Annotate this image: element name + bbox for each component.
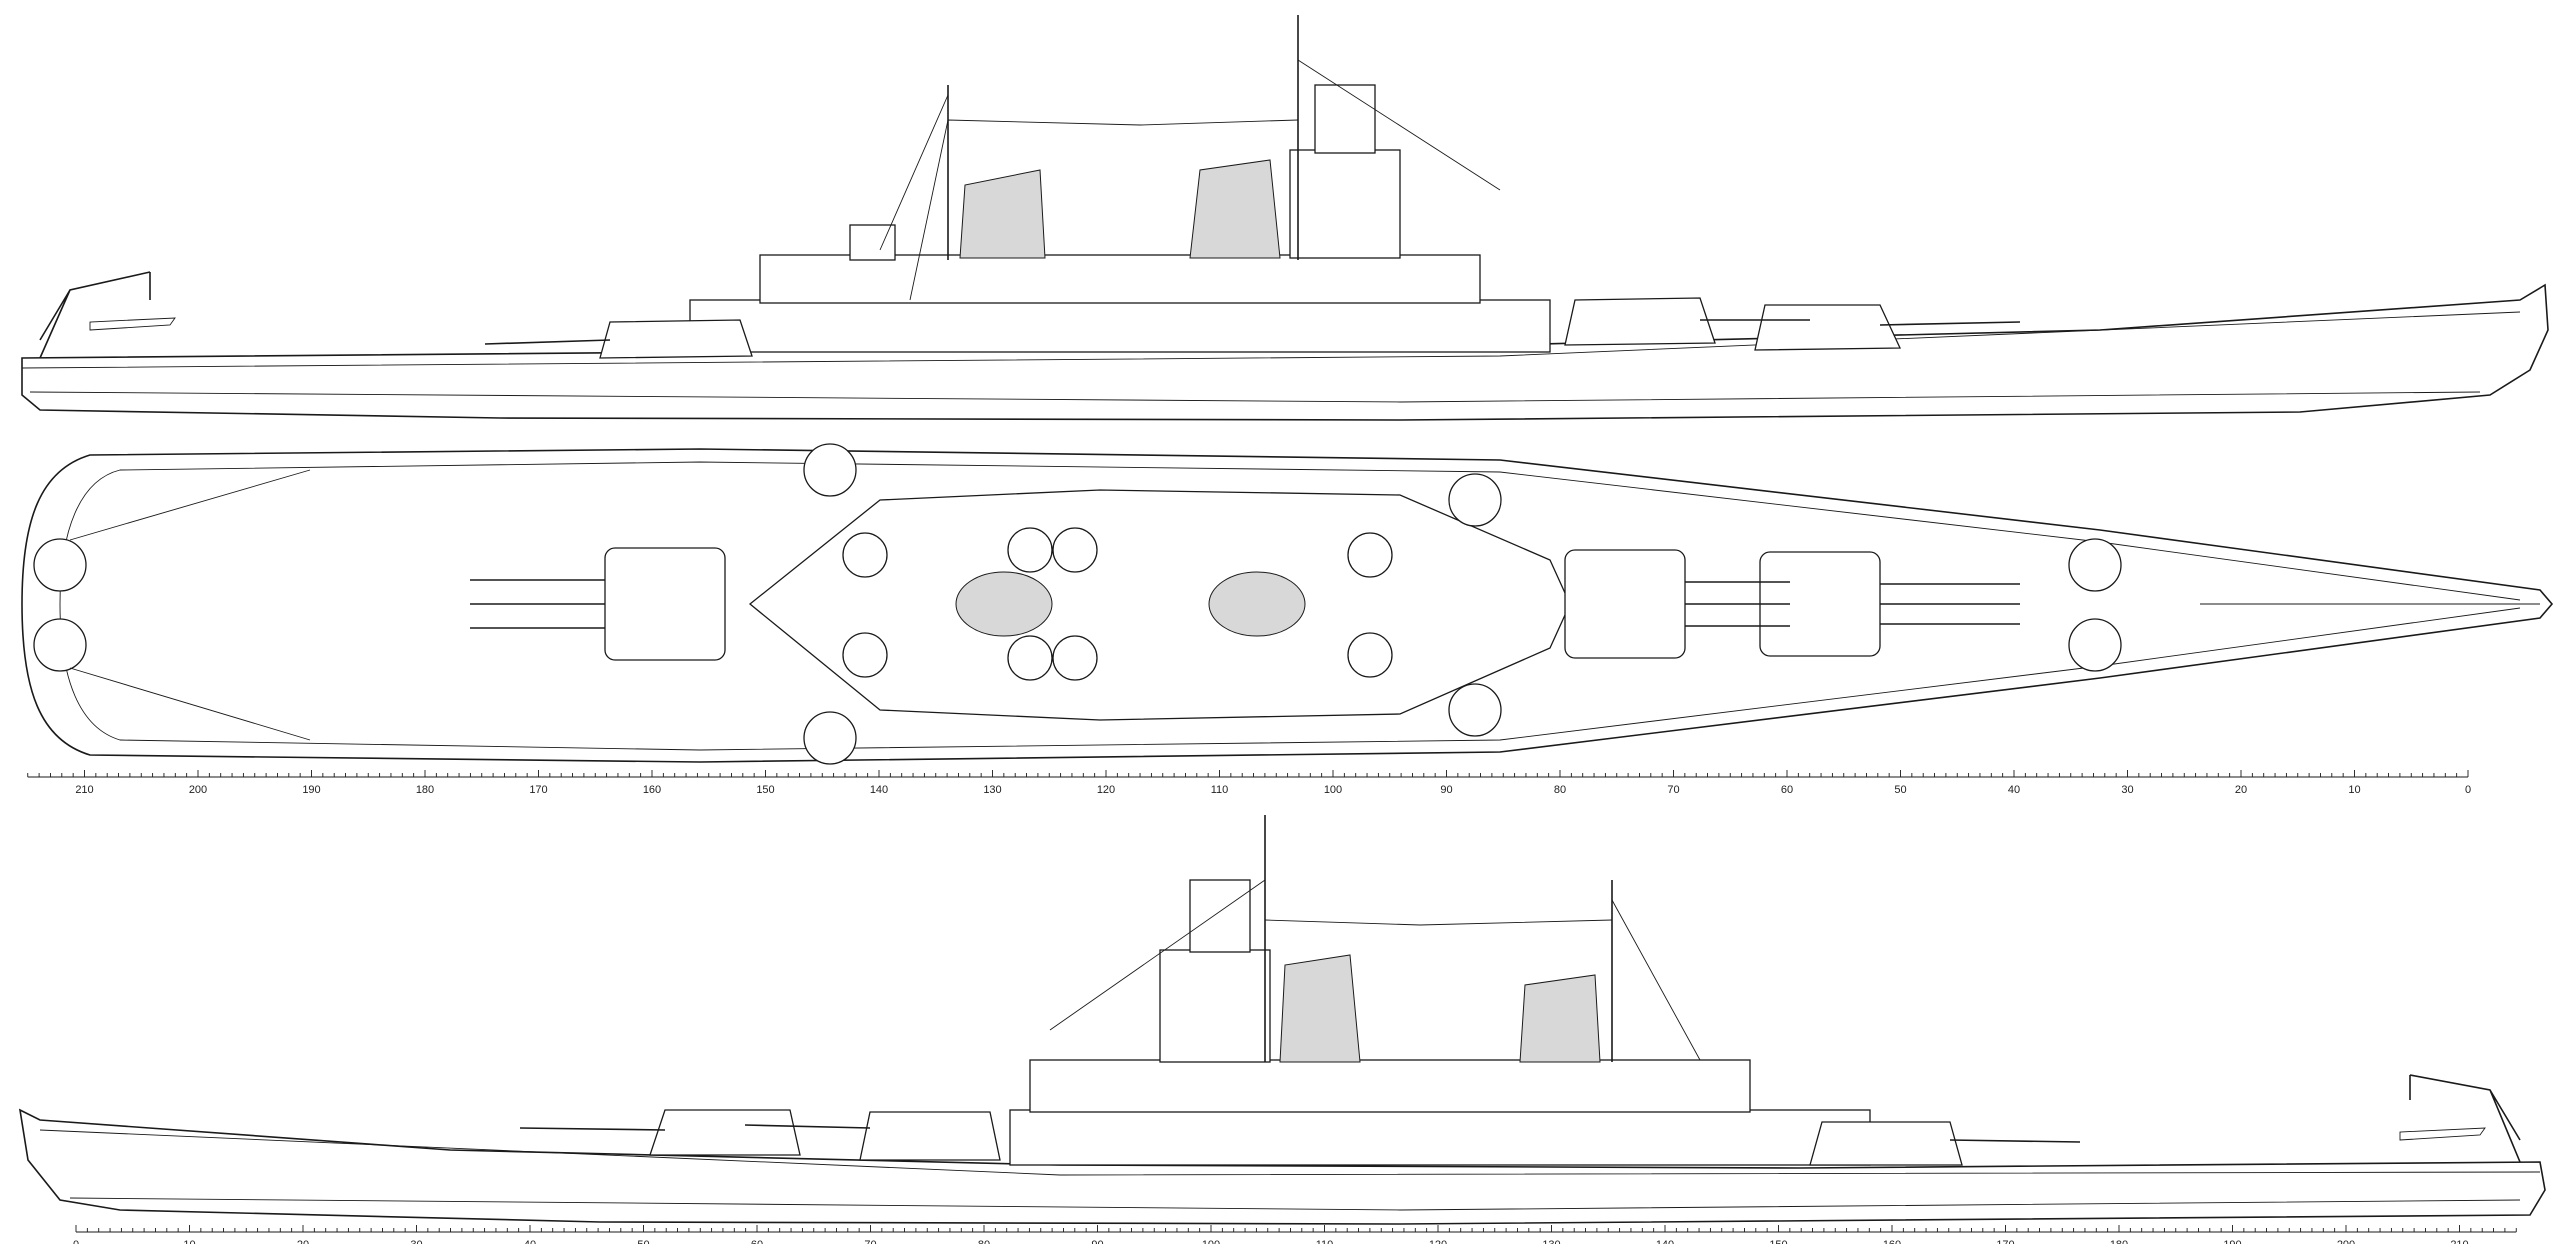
ruler-label: 30	[2121, 784, 2133, 796]
ruler-label: 70	[864, 1239, 876, 1244]
aircraft-crane	[2409, 1074, 2521, 1163]
catapults	[69, 469, 311, 741]
forward-funnel	[1189, 159, 1281, 259]
ruler-label: 60	[751, 1239, 763, 1244]
ruler-label: 110	[1211, 784, 1229, 796]
ruler-label: 0	[73, 1239, 79, 1244]
ruler-label: 70	[1667, 784, 1679, 796]
turret-3	[1809, 1121, 1963, 1166]
ruler-label: 140	[870, 784, 888, 796]
ruler-label: 90	[1440, 784, 1452, 796]
ruler-label: 120	[1429, 1239, 1447, 1244]
ruler-label: 30	[410, 1239, 422, 1244]
ruler-label: 80	[1554, 784, 1566, 796]
ruler-label: 210	[2450, 1239, 2468, 1244]
aft-funnel-plan	[955, 571, 1053, 637]
main-deck-line	[21, 311, 2521, 369]
ruler-label: 10	[2348, 784, 2360, 796]
ruler-label: 170	[529, 784, 547, 796]
ruler-label: 90	[1091, 1239, 1103, 1244]
bottom-scale-ruler: 0 10 20 30 40 50 60 70 80 90 100 110 120 130 140 150 160…	[73, 1225, 2517, 1244]
forward-tower-top	[1314, 84, 1376, 154]
ruler-label: 40	[2008, 784, 2020, 796]
aircraft	[89, 317, 176, 331]
superstructure-level-2	[1029, 1059, 1751, 1113]
ruler-label: 170	[1996, 1239, 2014, 1244]
ruler-label: 50	[637, 1239, 649, 1244]
aft-tower	[849, 224, 896, 261]
rigging	[879, 59, 1501, 301]
rigging	[1049, 879, 1701, 1061]
forward-tower	[1159, 949, 1271, 1063]
ruler-label: 160	[1883, 1239, 1901, 1244]
turret-2	[859, 1111, 1001, 1161]
ruler-label: 100	[1324, 784, 1342, 796]
turret-2-plan	[1564, 549, 1686, 659]
forward-funnel	[1279, 954, 1361, 1063]
ruler-label: 20	[2235, 784, 2247, 796]
ruler-label: 130	[983, 784, 1001, 796]
superstructure-base	[1009, 1109, 1871, 1166]
ruler-label: 110	[1316, 1239, 1334, 1244]
ruler-label: 100	[1202, 1239, 1220, 1244]
turret-3-plan	[604, 547, 726, 661]
superstructure-plan	[748, 489, 1571, 721]
turret-1-guns	[519, 1127, 666, 1131]
ruler-label: 60	[1781, 784, 1793, 796]
waterline	[29, 391, 2481, 403]
turret-3	[599, 319, 753, 359]
ruler-label: 200	[2337, 1239, 2355, 1244]
ruler-label: 150	[756, 784, 774, 796]
turret-3-guns	[484, 339, 611, 345]
port-profile-view	[18, 815, 2546, 1225]
ruler-label: 50	[1894, 784, 1906, 796]
superstructure-base	[689, 299, 1551, 353]
ruler-label: 140	[1656, 1239, 1674, 1244]
forward-tower	[1289, 149, 1401, 259]
ruler-label: 190	[2223, 1239, 2241, 1244]
superstructure-level-2	[759, 254, 1481, 304]
starboard-profile-view	[21, 15, 2549, 421]
ruler-label: 0	[2465, 784, 2471, 796]
plan-view	[21, 443, 2554, 765]
aircraft-crane	[39, 271, 151, 359]
ruler-label: 80	[978, 1239, 990, 1244]
aircraft	[2399, 1127, 2486, 1141]
ruler-label: 120	[1097, 784, 1115, 796]
ruler-label: 20	[297, 1239, 309, 1244]
turret-2-guns	[744, 1124, 871, 1129]
turret-2	[1564, 297, 1716, 346]
ruler-label: 40	[524, 1239, 536, 1244]
ruler-label: 210	[75, 784, 93, 796]
forward-tower-top	[1189, 879, 1251, 953]
ruler-label: 200	[189, 784, 207, 796]
turret-1	[1754, 304, 1902, 351]
ruler-label: 180	[2110, 1239, 2128, 1244]
forward-funnel-plan	[1208, 571, 1306, 637]
turret-1	[649, 1109, 801, 1156]
ruler-label: 150	[1769, 1239, 1787, 1244]
deck-outline	[21, 448, 2554, 763]
ruler-label: 180	[416, 784, 434, 796]
ruler-label: 160	[643, 784, 661, 796]
ruler-label: 130	[1542, 1239, 1560, 1244]
aft-funnel	[959, 169, 1046, 259]
main-guns-plan	[470, 579, 2020, 629]
main-deck-line	[39, 1129, 2541, 1176]
waterline	[69, 1197, 2521, 1211]
aft-funnel	[1519, 974, 1601, 1063]
secondary-mounts	[33, 443, 2122, 765]
ruler-label: 10	[183, 1239, 195, 1244]
turret-3-guns	[1949, 1139, 2081, 1143]
ruler-label: 190	[302, 784, 320, 796]
turret-1-guns	[1879, 321, 2021, 326]
